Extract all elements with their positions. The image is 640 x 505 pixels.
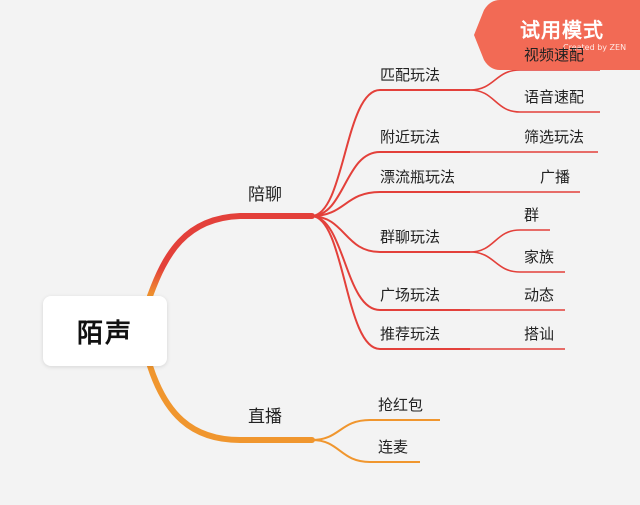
connector-root-zhibo (147, 363, 315, 443)
node-bottle[interactable]: 漂流瓶玩法 (380, 168, 456, 186)
leaf-chat-up[interactable]: 搭讪 (524, 325, 555, 343)
root-node[interactable]: 陌声 (43, 296, 167, 366)
leaf-voice-match[interactable]: 语音速配 (524, 88, 585, 106)
root-label: 陌声 (76, 318, 133, 349)
leaf-feed[interactable]: 动态 (524, 286, 555, 304)
node-red-packet[interactable]: 抢红包 (378, 396, 424, 414)
node-zhibo[interactable]: 直播 (248, 407, 282, 427)
connectors-zhibo-children (311, 419, 440, 463)
connectors-leaf (469, 69, 600, 350)
leaf-broadcast[interactable]: 广播 (540, 168, 571, 186)
connectors-peiliao-children (311, 89, 470, 350)
node-co-host[interactable]: 连麦 (378, 438, 409, 456)
node-matching[interactable]: 匹配玩法 (380, 66, 441, 84)
node-recommend[interactable]: 推荐玩法 (380, 325, 441, 343)
leaf-video-match[interactable]: 视频速配 (524, 46, 585, 64)
trial-mode-subtitle: Created by ZEN (563, 43, 627, 52)
node-nearby[interactable]: 附近玩法 (380, 128, 441, 146)
connector-root-peiliao (147, 213, 315, 299)
leaf-group[interactable]: 群 (524, 206, 540, 224)
leaf-family[interactable]: 家族 (524, 248, 555, 266)
leaf-filter[interactable]: 筛选玩法 (524, 128, 585, 146)
node-groupchat[interactable]: 群聊玩法 (380, 228, 441, 246)
node-square[interactable]: 广场玩法 (380, 286, 441, 304)
trial-mode-badge (474, 0, 640, 70)
trial-mode-title: 试用模式 (520, 18, 604, 42)
node-peiliao[interactable]: 陪聊 (248, 185, 282, 205)
